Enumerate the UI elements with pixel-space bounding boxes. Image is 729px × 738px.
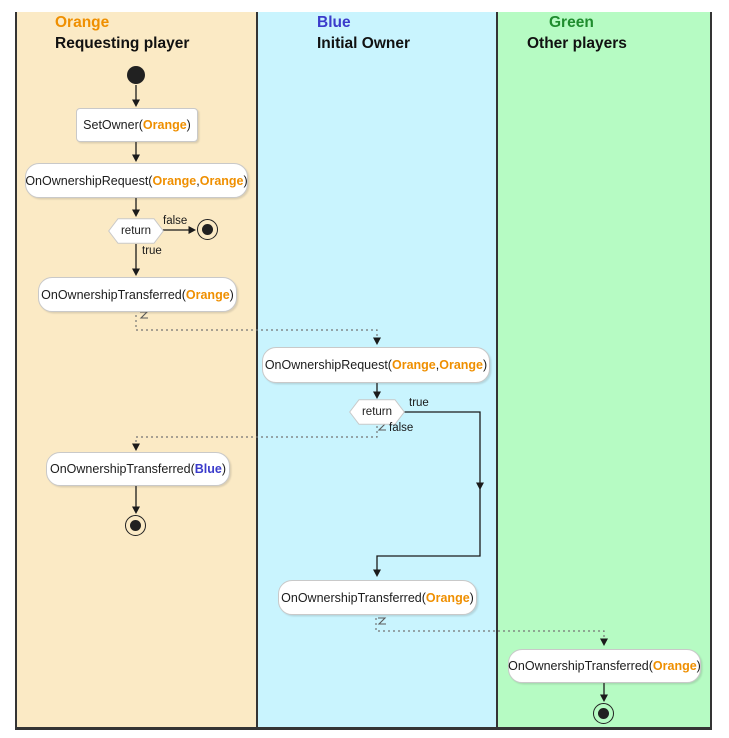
activity-ownership-request-owner: OnOwnershipRequest(Orange, Orange): [262, 347, 490, 383]
activity-text: OnOwnershipTransferred(: [50, 462, 195, 476]
activity-text: OnOwnershipRequest(: [264, 358, 392, 372]
activity-text: ,: [435, 358, 440, 372]
lane-header-orange: Orange Requesting player: [55, 13, 189, 54]
lane-border-bottom: [14, 727, 712, 730]
activity-text: ): [186, 118, 191, 132]
decision-label: return: [361, 406, 393, 418]
decision-return-owner: return: [349, 399, 405, 425]
end-node-dot: [598, 708, 609, 719]
decision-return-requester: return: [108, 218, 164, 244]
lane-subtitle-green: Other players: [527, 35, 627, 52]
end-node-requester-false: [197, 219, 218, 240]
lane-separator-orange-blue: [255, 12, 258, 730]
activity-text: OnOwnershipRequest(: [25, 173, 153, 188]
lane-green: [497, 12, 710, 727]
activity-arg: Orange: [425, 590, 470, 605]
activity-text: SetOwner(: [83, 118, 143, 132]
end-node-dot: [130, 520, 141, 531]
activity-arg: Orange: [199, 173, 244, 188]
activity-text: OnOwnershipTransferred(: [281, 590, 426, 605]
activity-text: ,: [196, 173, 200, 188]
activity-text: OnOwnershipTransferred(: [41, 287, 186, 302]
lane-border-right: [709, 12, 712, 730]
activity-ownership-request-requester: OnOwnershipRequest(Orange, Orange): [25, 163, 248, 198]
activity-set-owner: SetOwner(Orange): [76, 108, 198, 142]
lane-title-blue: Blue: [317, 14, 351, 31]
activity-arg: Orange: [391, 358, 436, 372]
lane-subtitle-orange: Requesting player: [55, 35, 190, 52]
activity-arg: Orange: [185, 287, 230, 302]
activity-text: ): [229, 287, 234, 302]
activity-ownership-transferred-requester: OnOwnershipTransferred(Orange): [38, 277, 237, 312]
activity-ownership-transferred-others: OnOwnershipTransferred(Orange): [508, 649, 701, 683]
lane-title-green: Green: [549, 14, 594, 31]
start-node: [127, 66, 145, 84]
end-node-dot: [202, 224, 213, 235]
end-node-requester: [125, 515, 146, 536]
activity-arg: Orange: [439, 358, 483, 372]
lane-header-green: Green Other players: [527, 13, 627, 54]
activity-text: ): [221, 462, 226, 476]
lane-subtitle-blue: Initial Owner: [317, 35, 411, 52]
edge-label-false-owner: false: [389, 422, 414, 434]
edge-label-true-owner: true: [409, 397, 429, 409]
activity-arg: Blue: [194, 462, 222, 476]
activity-text: ): [469, 590, 474, 605]
lane-header-blue: Blue Initial Owner: [317, 13, 410, 54]
activity-arg: Orange: [652, 659, 697, 673]
activity-text: OnOwnershipTransferred(: [508, 659, 653, 673]
activity-arg: Orange: [142, 118, 187, 132]
activity-arg: Orange: [152, 173, 197, 188]
activity-ownership-transferred-blue: OnOwnershipTransferred(Blue): [46, 452, 230, 486]
activity-text: ): [243, 173, 248, 188]
lane-separator-blue-green: [495, 12, 498, 730]
activity-text: ): [696, 659, 701, 673]
activity-text: ): [483, 358, 488, 372]
hexagon-shape: [108, 218, 164, 244]
edge-label-true-requester: true: [142, 245, 162, 257]
end-node-others: [593, 703, 614, 724]
edge-label-false-requester: false: [163, 215, 188, 227]
activity-ownership-transferred-owner: OnOwnershipTransferred(Orange): [278, 580, 477, 615]
lane-border-left: [14, 12, 17, 730]
lane-title-orange: Orange: [55, 14, 110, 31]
decision-label: return: [120, 225, 152, 237]
hexagon-shape: [349, 399, 405, 425]
